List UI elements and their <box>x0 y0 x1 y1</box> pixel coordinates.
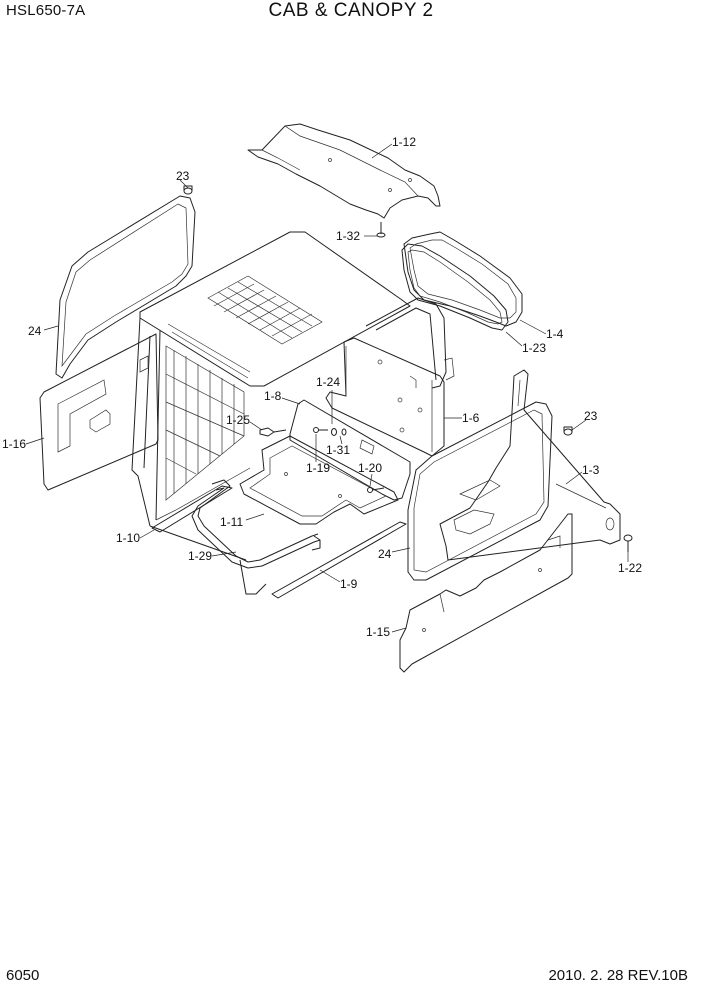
callout-1-32: 1-32 <box>336 229 360 243</box>
part-left-lower-panel <box>39 333 159 491</box>
callout-1-8: 1-8 <box>264 389 282 403</box>
callout-1-4: 1-4 <box>546 327 564 341</box>
part-hardware-1-19 <box>313 427 328 433</box>
callout-1-3: 1-3 <box>582 463 600 477</box>
part-knob-23-right <box>563 426 573 436</box>
part-right-side-frame <box>439 369 621 561</box>
part-knob-23-top <box>183 185 193 195</box>
callout-1-9: 1-9 <box>340 577 358 591</box>
page-title: CAB & CANOPY 2 <box>268 0 434 21</box>
model-code: HSL650-7A <box>6 2 86 19</box>
callout-1-10: 1-10 <box>116 531 140 545</box>
callout-1-29: 1-29 <box>188 549 212 563</box>
part-tube-frame <box>191 479 321 569</box>
part-hardware-1-31 <box>331 428 347 436</box>
revision-date: 2010. 2. 28 REV.10B <box>548 967 688 984</box>
page-number: 6050 <box>6 967 40 984</box>
callout-23-top: 23 <box>176 169 190 183</box>
callout-1-19: 1-19 <box>306 461 330 475</box>
callout-1-11: 1-11 <box>220 515 243 529</box>
callout-1-15: 1-15 <box>366 625 390 639</box>
callout-1-24: 1-24 <box>316 375 340 389</box>
callout-1-25: 1-25 <box>226 413 250 427</box>
part-hardware-1-25 <box>259 427 287 437</box>
part-floor-pan <box>239 435 399 525</box>
part-screw-1-22 <box>623 534 633 552</box>
part-lower-right-panel <box>399 513 573 673</box>
part-right-panel-24 <box>407 401 553 581</box>
callout-labels: 1-12 23 1-32 24 1-4 1-23 1-24 1-8 1-6 23… <box>2 135 642 639</box>
part-left-window <box>55 195 196 379</box>
callout-1-20: 1-20 <box>358 461 382 475</box>
part-hardware-1-20 <box>367 487 385 493</box>
callout-24-left: 24 <box>28 324 42 338</box>
part-front-window <box>401 231 523 331</box>
leader-lines <box>25 143 629 633</box>
callout-1-12: 1-12 <box>392 135 416 149</box>
callout-24-right: 24 <box>378 547 392 561</box>
callout-1-22: 1-22 <box>618 561 642 575</box>
callout-1-16: 1-16 <box>2 437 26 451</box>
part-strip-1-9 <box>271 521 407 599</box>
part-strip-1-10 <box>151 485 233 533</box>
callout-1-6: 1-6 <box>462 411 480 425</box>
callout-1-31: 1-31 <box>326 443 350 457</box>
part-cab-frame <box>131 231 455 595</box>
part-bracket-plate <box>325 337 445 457</box>
callout-1-23: 1-23 <box>522 341 546 355</box>
callout-23-right: 23 <box>584 409 598 423</box>
part-screw-1-32 <box>376 222 386 238</box>
part-roof-cover <box>247 123 441 219</box>
